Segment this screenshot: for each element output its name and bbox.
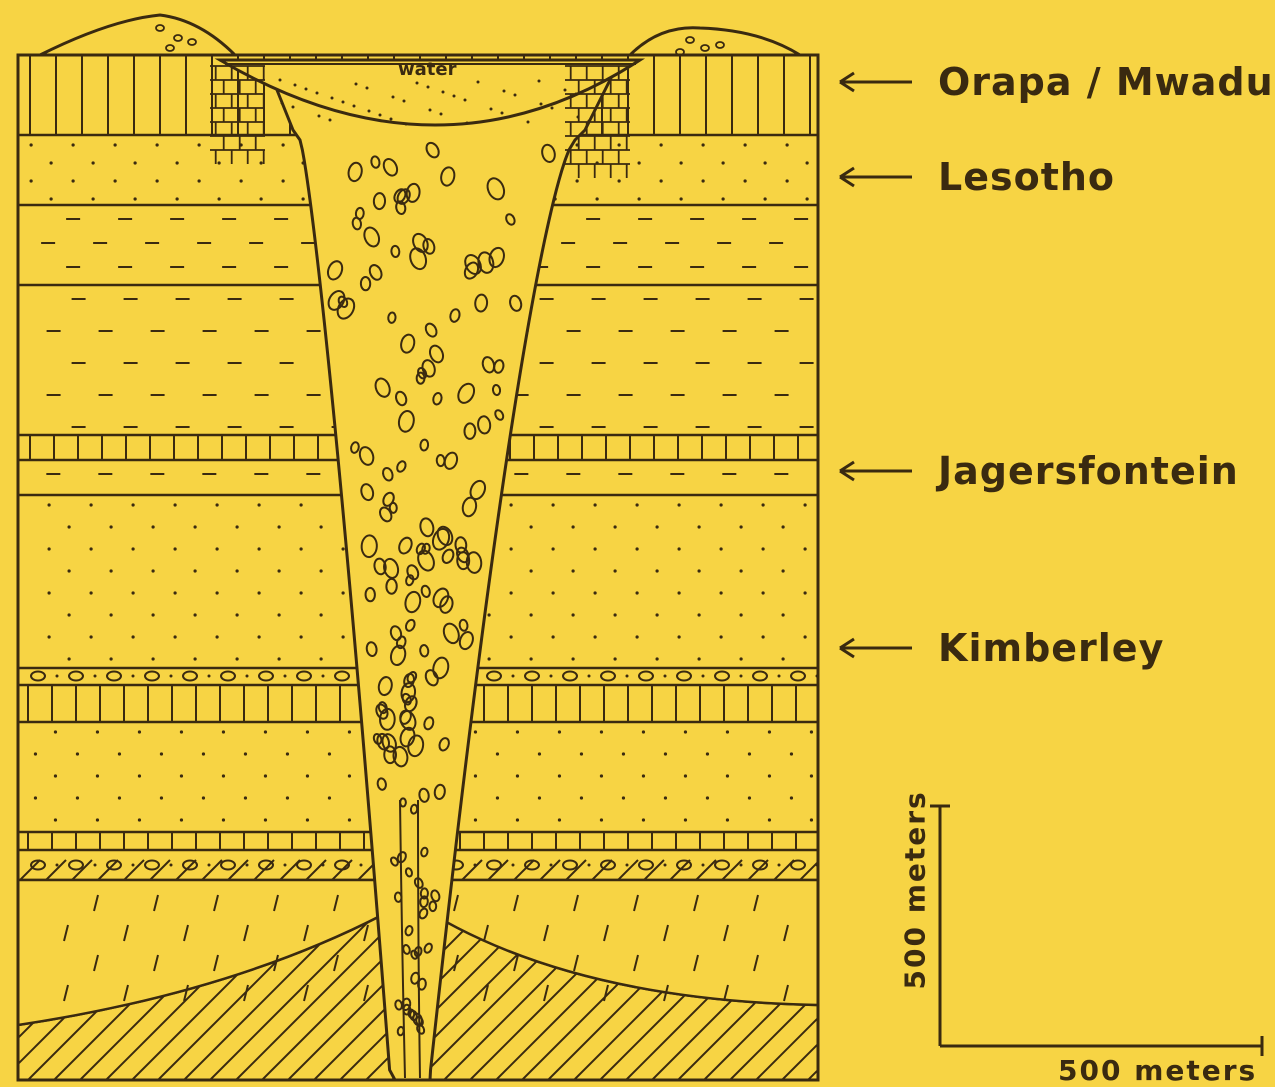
scale-bar — [930, 806, 1262, 1056]
water-label: water — [398, 59, 456, 80]
scale-horizontal-label: 500 meters — [1058, 1054, 1257, 1087]
arrow-left-icon — [836, 636, 914, 660]
level-label-kimberley: Kimberley — [938, 626, 1164, 670]
level-label-jagersfontein: Jagersfontein — [938, 449, 1239, 493]
level-label-lesotho: Lesotho — [938, 155, 1115, 199]
scale-vertical-label: 500 meters — [899, 820, 932, 990]
level-label-orapa: Orapa / Mwadui — [938, 60, 1275, 104]
arrow-left-icon — [836, 70, 914, 94]
arrow-left-icon — [836, 165, 914, 189]
arrow-left-icon — [836, 459, 914, 483]
